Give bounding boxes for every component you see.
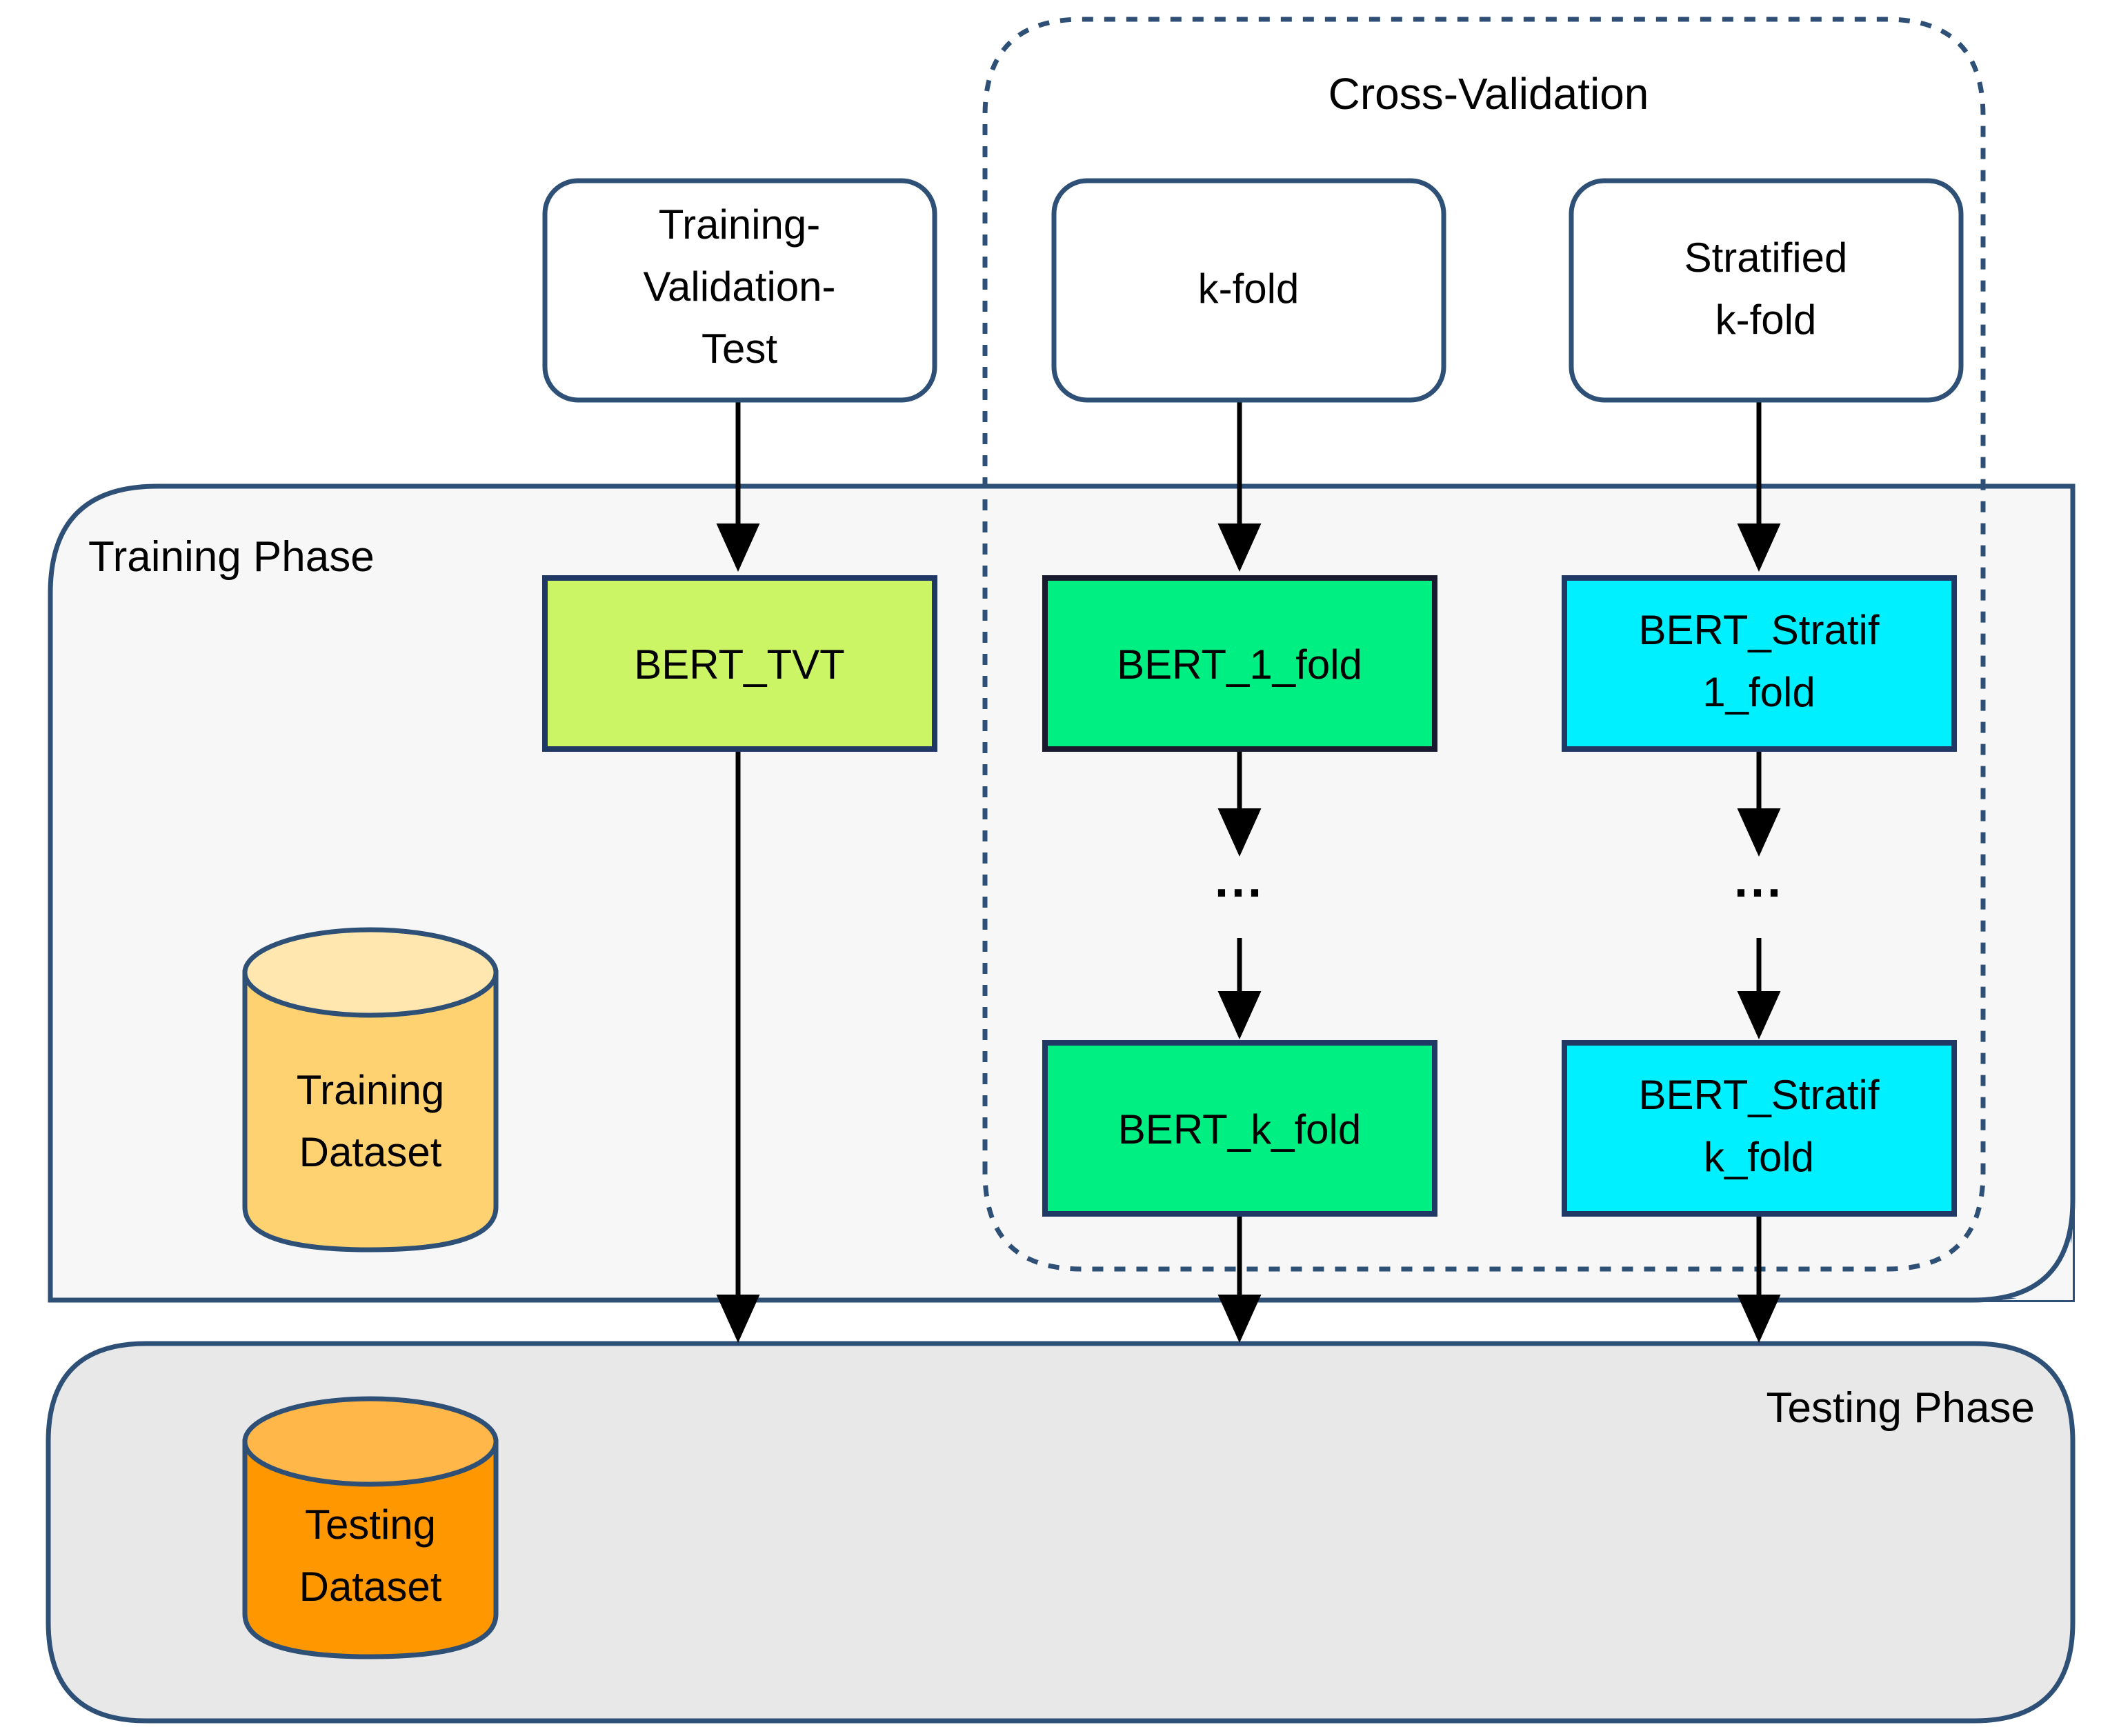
tvt-line-2: Validation- [643, 263, 835, 310]
bert-stratif-1-line-2: 1_fold [1702, 669, 1815, 715]
testing-dataset-line-1: Testing [305, 1501, 436, 1548]
training-dataset-line-1: Training [297, 1067, 445, 1113]
bert-stratif-k-line-2: k_fold [1704, 1134, 1814, 1180]
strategy-box-k-fold[interactable]: k-fold [1051, 178, 1446, 403]
testing-dataset-cylinder[interactable]: Testing Dataset [242, 1396, 499, 1659]
tvt-line-3: Test [701, 326, 777, 372]
model-box-bert-stratif-k-fold[interactable]: BERT_Stratif k_fold [1562, 1040, 1957, 1217]
cross-validation-container [982, 17, 1986, 1272]
testing-phase-container [46, 1341, 2076, 1724]
strategy-box-training-validation-test[interactable]: Training- Validation- Test [542, 178, 937, 403]
training-dataset-cylinder[interactable]: Training Dataset [242, 927, 499, 1253]
model-box-bert-tvt[interactable]: BERT_TVT [542, 575, 937, 752]
bert-stratif-k-line-1: BERT_Stratif [1638, 1072, 1879, 1118]
model-box-bert-1-fold[interactable]: BERT_1_fold [1042, 575, 1437, 752]
model-box-bert-k-fold[interactable]: BERT_k_fold [1042, 1040, 1437, 1217]
testing-phase-label: Testing Phase [1766, 1384, 2035, 1432]
cross-validation-title: Cross-Validation [1328, 69, 1649, 119]
stratified-k-fold-line-1: Stratified [1684, 235, 1848, 281]
strategy-box-stratified-k-fold[interactable]: Stratified k-fold [1569, 178, 1964, 403]
testing-dataset-line-2: Dataset [299, 1564, 442, 1610]
training-phase-label: Training Phase [88, 533, 375, 581]
bert-1-fold-label: BERT_1_fold [1117, 641, 1362, 688]
ellipsis-k-fold: ... [1215, 852, 1264, 908]
stratified-k-fold-line-2: k-fold [1715, 297, 1817, 343]
model-box-bert-stratif-1-fold[interactable]: BERT_Stratif 1_fold [1562, 575, 1957, 752]
ellipsis-stratified-k-fold: ... [1734, 852, 1784, 908]
bert-stratif-1-line-1: BERT_Stratif [1638, 607, 1879, 653]
bert-k-fold-label: BERT_k_fold [1118, 1106, 1361, 1153]
training-dataset-top-ellipse [242, 927, 499, 1018]
tvt-line-1: Training- [659, 201, 821, 248]
bert-tvt-label: BERT_TVT [634, 641, 845, 688]
training-dataset-line-2: Dataset [299, 1129, 442, 1175]
testing-dataset-top-ellipse [242, 1396, 499, 1487]
k-fold-line-1: k-fold [1198, 266, 1300, 312]
